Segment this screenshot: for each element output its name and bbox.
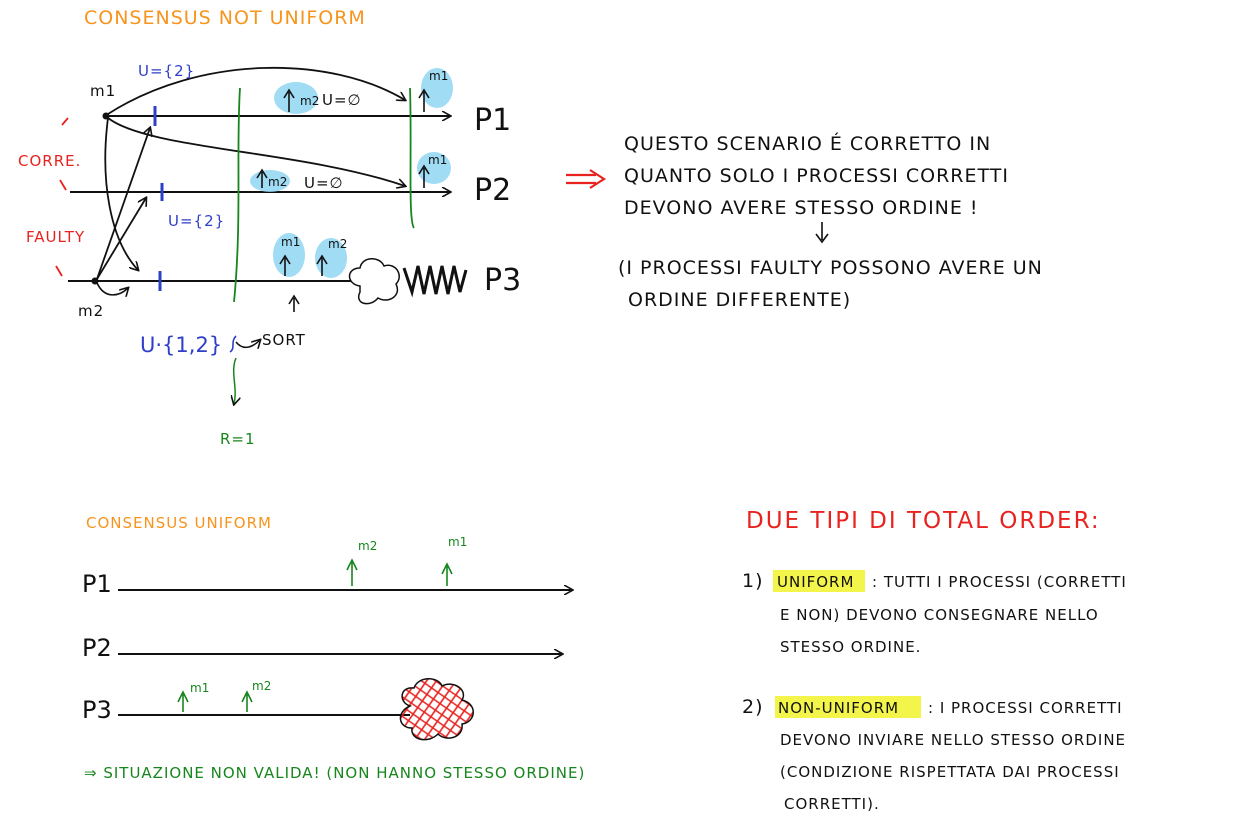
group-correct-label: CORRE. [18,152,81,170]
p3-deliver-m2-arrow [316,254,328,276]
bottom-p3-deliver-m1-arrow [177,690,189,712]
faulty-bracket [55,265,63,277]
explanation-line-2: QUANTO SOLO I PROCESSI CORRETTI [624,165,1009,187]
m1-to-p3-arrow [104,117,138,270]
item1-line-2: E NON) DEVONO CONSEGNARE NELLO [780,606,1099,624]
item1-term: UNIFORM [777,573,854,591]
p2-deliver-m2-arrow [256,168,268,188]
round-boundary-2 [409,87,415,229]
top-p2-label: P2 [474,173,511,208]
m1-send-dot [102,112,110,120]
m2-send-dot [91,277,99,285]
r-pointer-arrow [234,357,236,404]
explanation-line-1: QUESTO SCENARIO É CORRETTO IN [624,132,991,155]
p3-m2-highlight [315,238,347,278]
p3-deliver-m1-arrow [279,254,291,276]
group-faulty-label: FAULTY [26,228,85,246]
p1-m1-tag: m1 [429,69,448,83]
p2-m2-highlight [250,170,290,192]
explanation-line-3: DEVONO AVERE STESSO ORDINE ! [624,197,979,219]
bottom-p3-m2-tag: m2 [252,679,271,693]
bottom-p1-deliver-m2-arrow [346,558,358,586]
item2-highlight [775,696,921,718]
correct-bracket-top [61,117,69,126]
round-boundary-1 [233,87,241,303]
item2-line-4: CORRETTI). [784,795,880,813]
bottom-p3-deliver-m2-arrow [241,690,253,712]
item2-number: 2) [742,696,764,718]
bottom-p3-crash-cloud [399,678,474,741]
m2-sender-label: m2 [78,302,104,320]
total-order-heading: DUE TIPI DI TOTAL ORDER: [746,508,1101,534]
p1-m2-tag: m2 [300,94,319,108]
p1-deliver-m2-arrow [283,88,295,112]
implies-arrow [566,169,607,189]
p2-u-empty: U=∅ [304,174,344,192]
bottom-p3-m1-tag: m1 [190,681,209,695]
bottom-p1-m1-tag: m1 [448,535,467,549]
correct-bracket-bottom [59,179,67,191]
item2-line-3: (CONDIZIONE RISPETTATA DAI PROCESSI [780,763,1120,781]
p3-u-set: U·{1,2} [140,333,222,357]
m1-sender-label: m1 [90,82,116,100]
sort-brace-arrow [235,340,260,347]
p1-u-empty: U=∅ [322,91,362,109]
top-p3-crash-cloud [348,258,400,305]
bottom-title: CONSENSUS UNIFORM [86,514,272,532]
invalid-situation-text: ⇒ SITUAZIONE NON VALIDA! (NON HANNO STES… [84,764,585,782]
note-line-1: (I PROCESSI FAULTY POSSONO AVERE UN [618,257,1043,279]
m2-to-p1-arrow [96,128,150,280]
p2-m1-highlight [417,152,451,184]
item2-line-1: : I PROCESSI CORRETTI [928,699,1123,717]
p3-m1-highlight [273,233,305,277]
m2-to-p2-arrow [96,198,146,280]
p2-deliver-m1-arrow [418,164,430,188]
bottom-p2-label: P2 [82,634,112,662]
p2-u-set-side: U={2} [168,212,225,230]
r-label: R=1 [220,430,256,448]
item1-highlight [773,570,865,592]
p3-m1-tag: m1 [281,235,300,249]
p1-m2-highlight [274,82,318,114]
top-p3-crash-scribble [402,265,468,298]
bottom-p3-label: P3 [82,696,112,724]
p1-u-set: U={2} [138,62,195,80]
p3-u-brace [229,335,237,353]
m1-to-p2-arrow [107,117,405,186]
item1-line-3: STESSO ORDINE. [780,638,921,656]
item1-line-1: : TUTTI I PROCESSI (CORRETTI [872,573,1127,591]
top-p1-label: P1 [474,103,511,138]
item2-line-2: DEVONO INVIARE NELLO STESSO ORDINE [780,731,1126,749]
bottom-p1-deliver-m1-arrow [441,562,453,586]
down-arrow [815,222,829,244]
p2-m1-tag: m1 [428,153,447,167]
bottom-p1-m2-tag: m2 [358,539,377,553]
note-line-2: ORDINE DIFFERENTE) [628,289,851,311]
item1-number: 1) [742,570,764,592]
m2-self-arrow [96,282,128,295]
m1-to-p1-arrow [107,66,405,115]
bottom-p1-label: P1 [82,570,112,598]
p1-deliver-m1-arrow [418,88,430,112]
p2-m2-tag: m2 [268,175,287,189]
sort-pointer-arrow [288,294,300,312]
top-p3-label: P3 [484,263,521,298]
item2-term: NON-UNIFORM [778,699,899,717]
top-title: CONSENSUS NOT UNIFORM [84,7,366,29]
p3-m2-tag: m2 [328,237,347,251]
sort-label: SORT [262,331,306,349]
